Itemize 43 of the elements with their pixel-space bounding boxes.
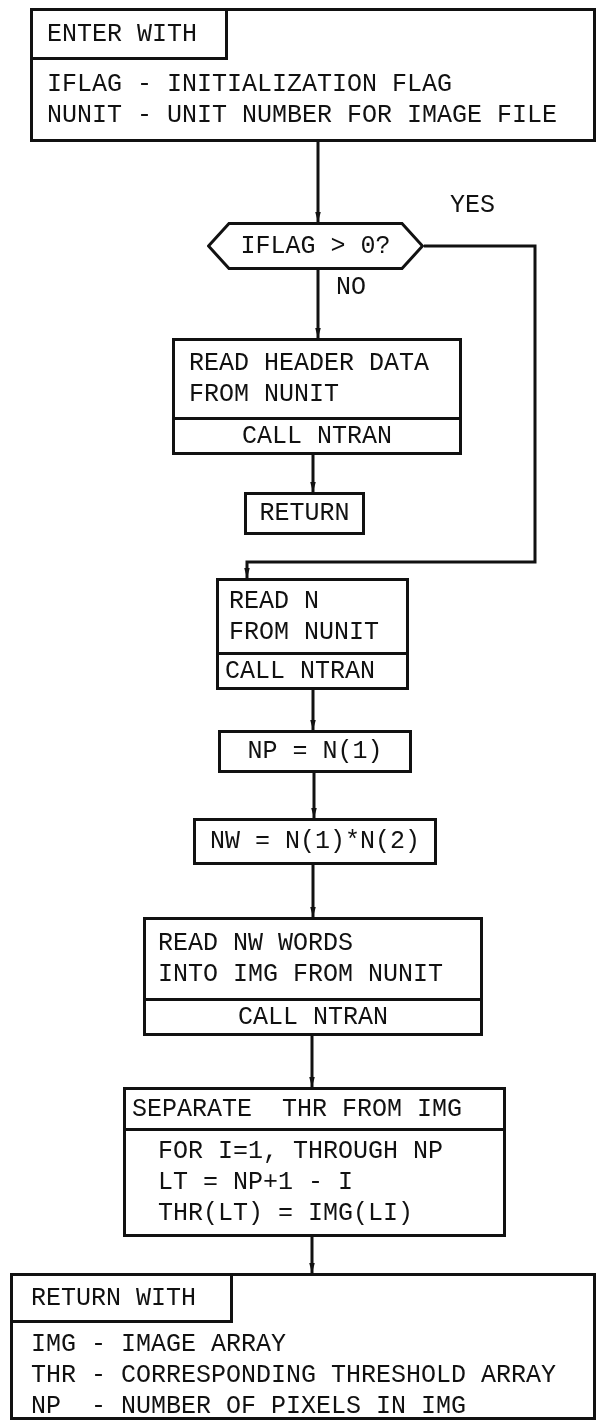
step-text: NW = N(1)*N(2) (209, 826, 420, 857)
step-text: FROM NUNIT (229, 616, 380, 648)
step-text: READ HEADER DATA (189, 348, 430, 379)
process-box (216, 578, 409, 690)
step-text: RETURN (259, 498, 350, 529)
header-text: RETURN WITH (31, 1282, 197, 1314)
process-box (193, 818, 437, 865)
step-text: FROM NUNIT (189, 379, 340, 410)
step-text: THR(LT) = IMG(LI) (158, 1198, 414, 1229)
step-text: NUNIT - UNIT NUMBER FOR IMAGE FILE (47, 99, 558, 131)
arrow (309, 1237, 315, 1273)
step-text: CALL NTRAN (242, 420, 392, 452)
arrow (244, 244, 537, 578)
process-box (218, 730, 412, 773)
process-box (172, 338, 462, 455)
arrow (310, 865, 316, 917)
arrow (315, 270, 321, 338)
step-text: CALL NTRAN (225, 655, 376, 687)
step-text: IFLAG > 0? (240, 230, 391, 262)
step-text: READ NW WORDS (158, 928, 354, 959)
step-text: NP - NUMBER OF PIXELS IN IMG (31, 1391, 467, 1422)
arrow (310, 455, 316, 492)
decision-hexagon (207, 222, 424, 270)
arrow (311, 773, 317, 818)
arrow (310, 690, 316, 730)
step-text: CALL NTRAN (238, 1001, 388, 1033)
process-box (123, 1087, 506, 1237)
step-text: IMG - IMAGE ARRAY (31, 1329, 287, 1360)
step-text: IFLAG - INITIALIZATION FLAG (47, 68, 453, 100)
step-text: READ N (229, 585, 319, 617)
header-text: SEPARATE THR FROM IMG (132, 1093, 463, 1125)
process-box (143, 917, 483, 1036)
step-text: INTO IMG FROM NUNIT (158, 959, 444, 990)
step-text: LT = NP+1 - I (158, 1167, 354, 1198)
arrow (309, 1036, 315, 1087)
input-box (30, 8, 596, 142)
arrow (315, 142, 321, 222)
header-text: ENTER WITH (47, 18, 198, 50)
step-text: THR - CORRESPONDING THRESHOLD ARRAY (31, 1360, 557, 1391)
step-text: NP = N(1) (247, 736, 383, 767)
return-box (244, 492, 365, 535)
output-box (10, 1273, 596, 1420)
step-text: FOR I=1, THROUGH NP (158, 1136, 444, 1167)
